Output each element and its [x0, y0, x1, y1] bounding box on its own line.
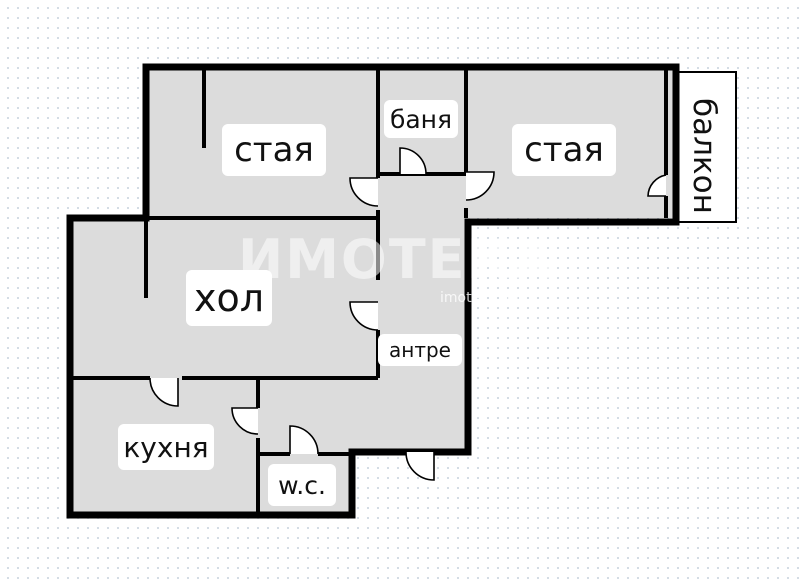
room-label-balcony: балкон	[686, 98, 722, 214]
room-label-left: стая	[222, 124, 326, 176]
door-bathroom	[399, 147, 427, 175]
door-living-room	[349, 301, 379, 331]
floor-corridor	[258, 378, 378, 450]
room-label-hallway: антре	[378, 334, 462, 366]
room-label-bathroom: баня	[384, 100, 458, 138]
door-kitchen	[149, 377, 179, 407]
watermark-url: imoteka.bg	[440, 290, 519, 306]
floor-hallway	[378, 174, 470, 450]
room-label-toilet: w.c.	[268, 464, 336, 506]
door-corridor	[231, 407, 259, 435]
exterior-wall	[66, 63, 680, 519]
watermark-brand: ИМОТЕКА	[238, 228, 557, 291]
room-label-right: стая	[512, 124, 616, 176]
door-balcony	[647, 174, 667, 197]
door-room-right	[465, 171, 495, 201]
room-label-living: хол	[186, 270, 272, 326]
door-entrance	[405, 451, 435, 481]
door-room-left	[349, 177, 379, 207]
door-toilet	[289, 425, 319, 455]
door-swings	[149, 147, 667, 481]
room-label-kitchen: кухня	[118, 424, 214, 470]
balcony-area	[675, 71, 737, 223]
